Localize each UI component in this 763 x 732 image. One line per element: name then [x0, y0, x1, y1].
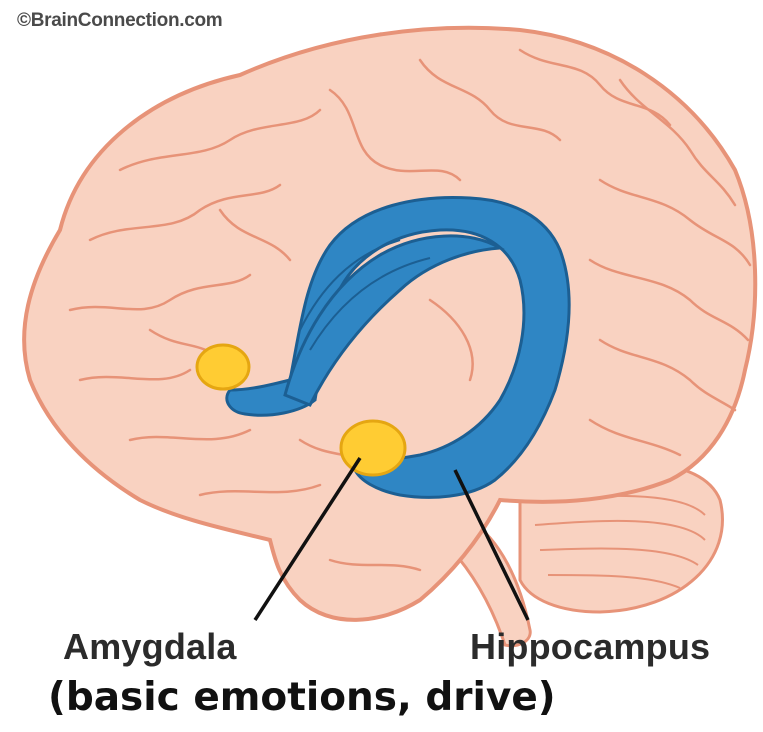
amygdala-caption: (basic emotions, drive): [48, 675, 556, 720]
hippocampus-label: Hippocampus: [470, 626, 710, 668]
amygdala-label: Amygdala: [63, 626, 237, 668]
